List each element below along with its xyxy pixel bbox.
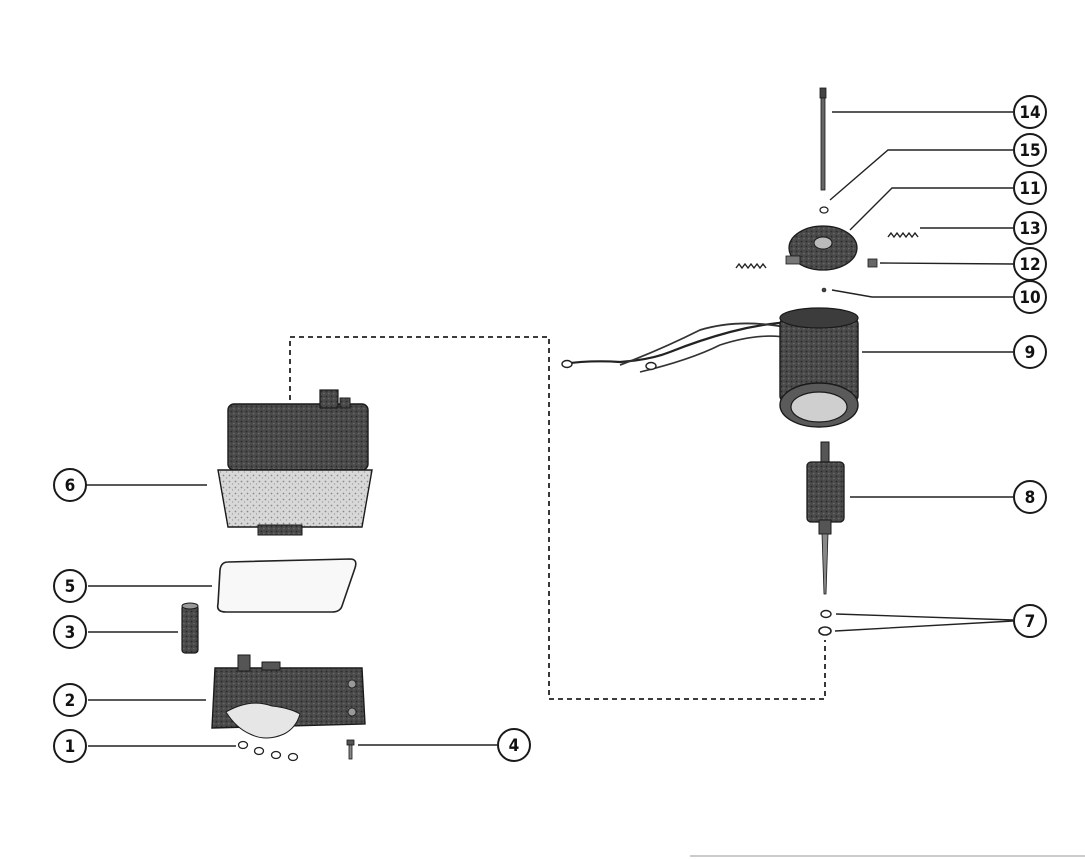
callout-4: 4 [497, 728, 531, 762]
svg-text:1: 1 [65, 737, 76, 757]
part-6-housing [217, 389, 373, 536]
part-1-washers [237, 740, 299, 762]
callout-11: 11 [1013, 171, 1047, 205]
assembly-dashed-path [289, 336, 826, 700]
part-4-screw [346, 739, 355, 760]
callout-14: 14 [1013, 95, 1047, 129]
svg-text:8: 8 [1025, 488, 1036, 508]
svg-text:4: 4 [509, 736, 520, 756]
svg-text:6: 6 [65, 476, 76, 496]
callout-15: 15 [1013, 133, 1047, 167]
part-3-sleeve [181, 602, 199, 654]
svg-text:2: 2 [65, 691, 76, 711]
callout-3: 3 [53, 615, 87, 649]
svg-text:14: 14 [1019, 103, 1040, 123]
svg-text:9: 9 [1025, 343, 1036, 363]
part-12-brush [867, 258, 878, 268]
part-15-washer [819, 206, 829, 214]
callout-8: 8 [1013, 480, 1047, 514]
callout-13: 13 [1013, 211, 1047, 245]
callout-1: 1 [53, 729, 87, 763]
svg-text:10: 10 [1019, 288, 1040, 308]
svg-text:12: 12 [1019, 255, 1040, 275]
callout-5: 5 [53, 569, 87, 603]
part-7-washers [818, 609, 832, 636]
callout-12: 12 [1013, 247, 1047, 281]
svg-text:13: 13 [1019, 219, 1040, 239]
callout-9: 9 [1013, 335, 1047, 369]
brush-spring-left [735, 262, 767, 270]
part-13-spring [887, 231, 919, 239]
callout-10: 10 [1013, 280, 1047, 314]
callout-6: 6 [53, 468, 87, 502]
part-10-pin [821, 287, 827, 293]
part-11-brush-plate [785, 225, 858, 271]
callout-7: 7 [1013, 604, 1047, 638]
part-9-motor-field [561, 307, 859, 428]
part-2-base-plate [211, 654, 366, 739]
leader-lines [86, 111, 1014, 747]
svg-text:7: 7 [1025, 612, 1036, 632]
svg-text:3: 3 [65, 623, 76, 643]
part-14-through-bolt [819, 87, 827, 191]
callout-2: 2 [53, 683, 87, 717]
svg-text:11: 11 [1019, 179, 1040, 199]
svg-text:15: 15 [1019, 141, 1040, 161]
part-5-gasket [216, 558, 357, 613]
part-8-armature [806, 441, 845, 595]
svg-text:5: 5 [65, 577, 76, 597]
